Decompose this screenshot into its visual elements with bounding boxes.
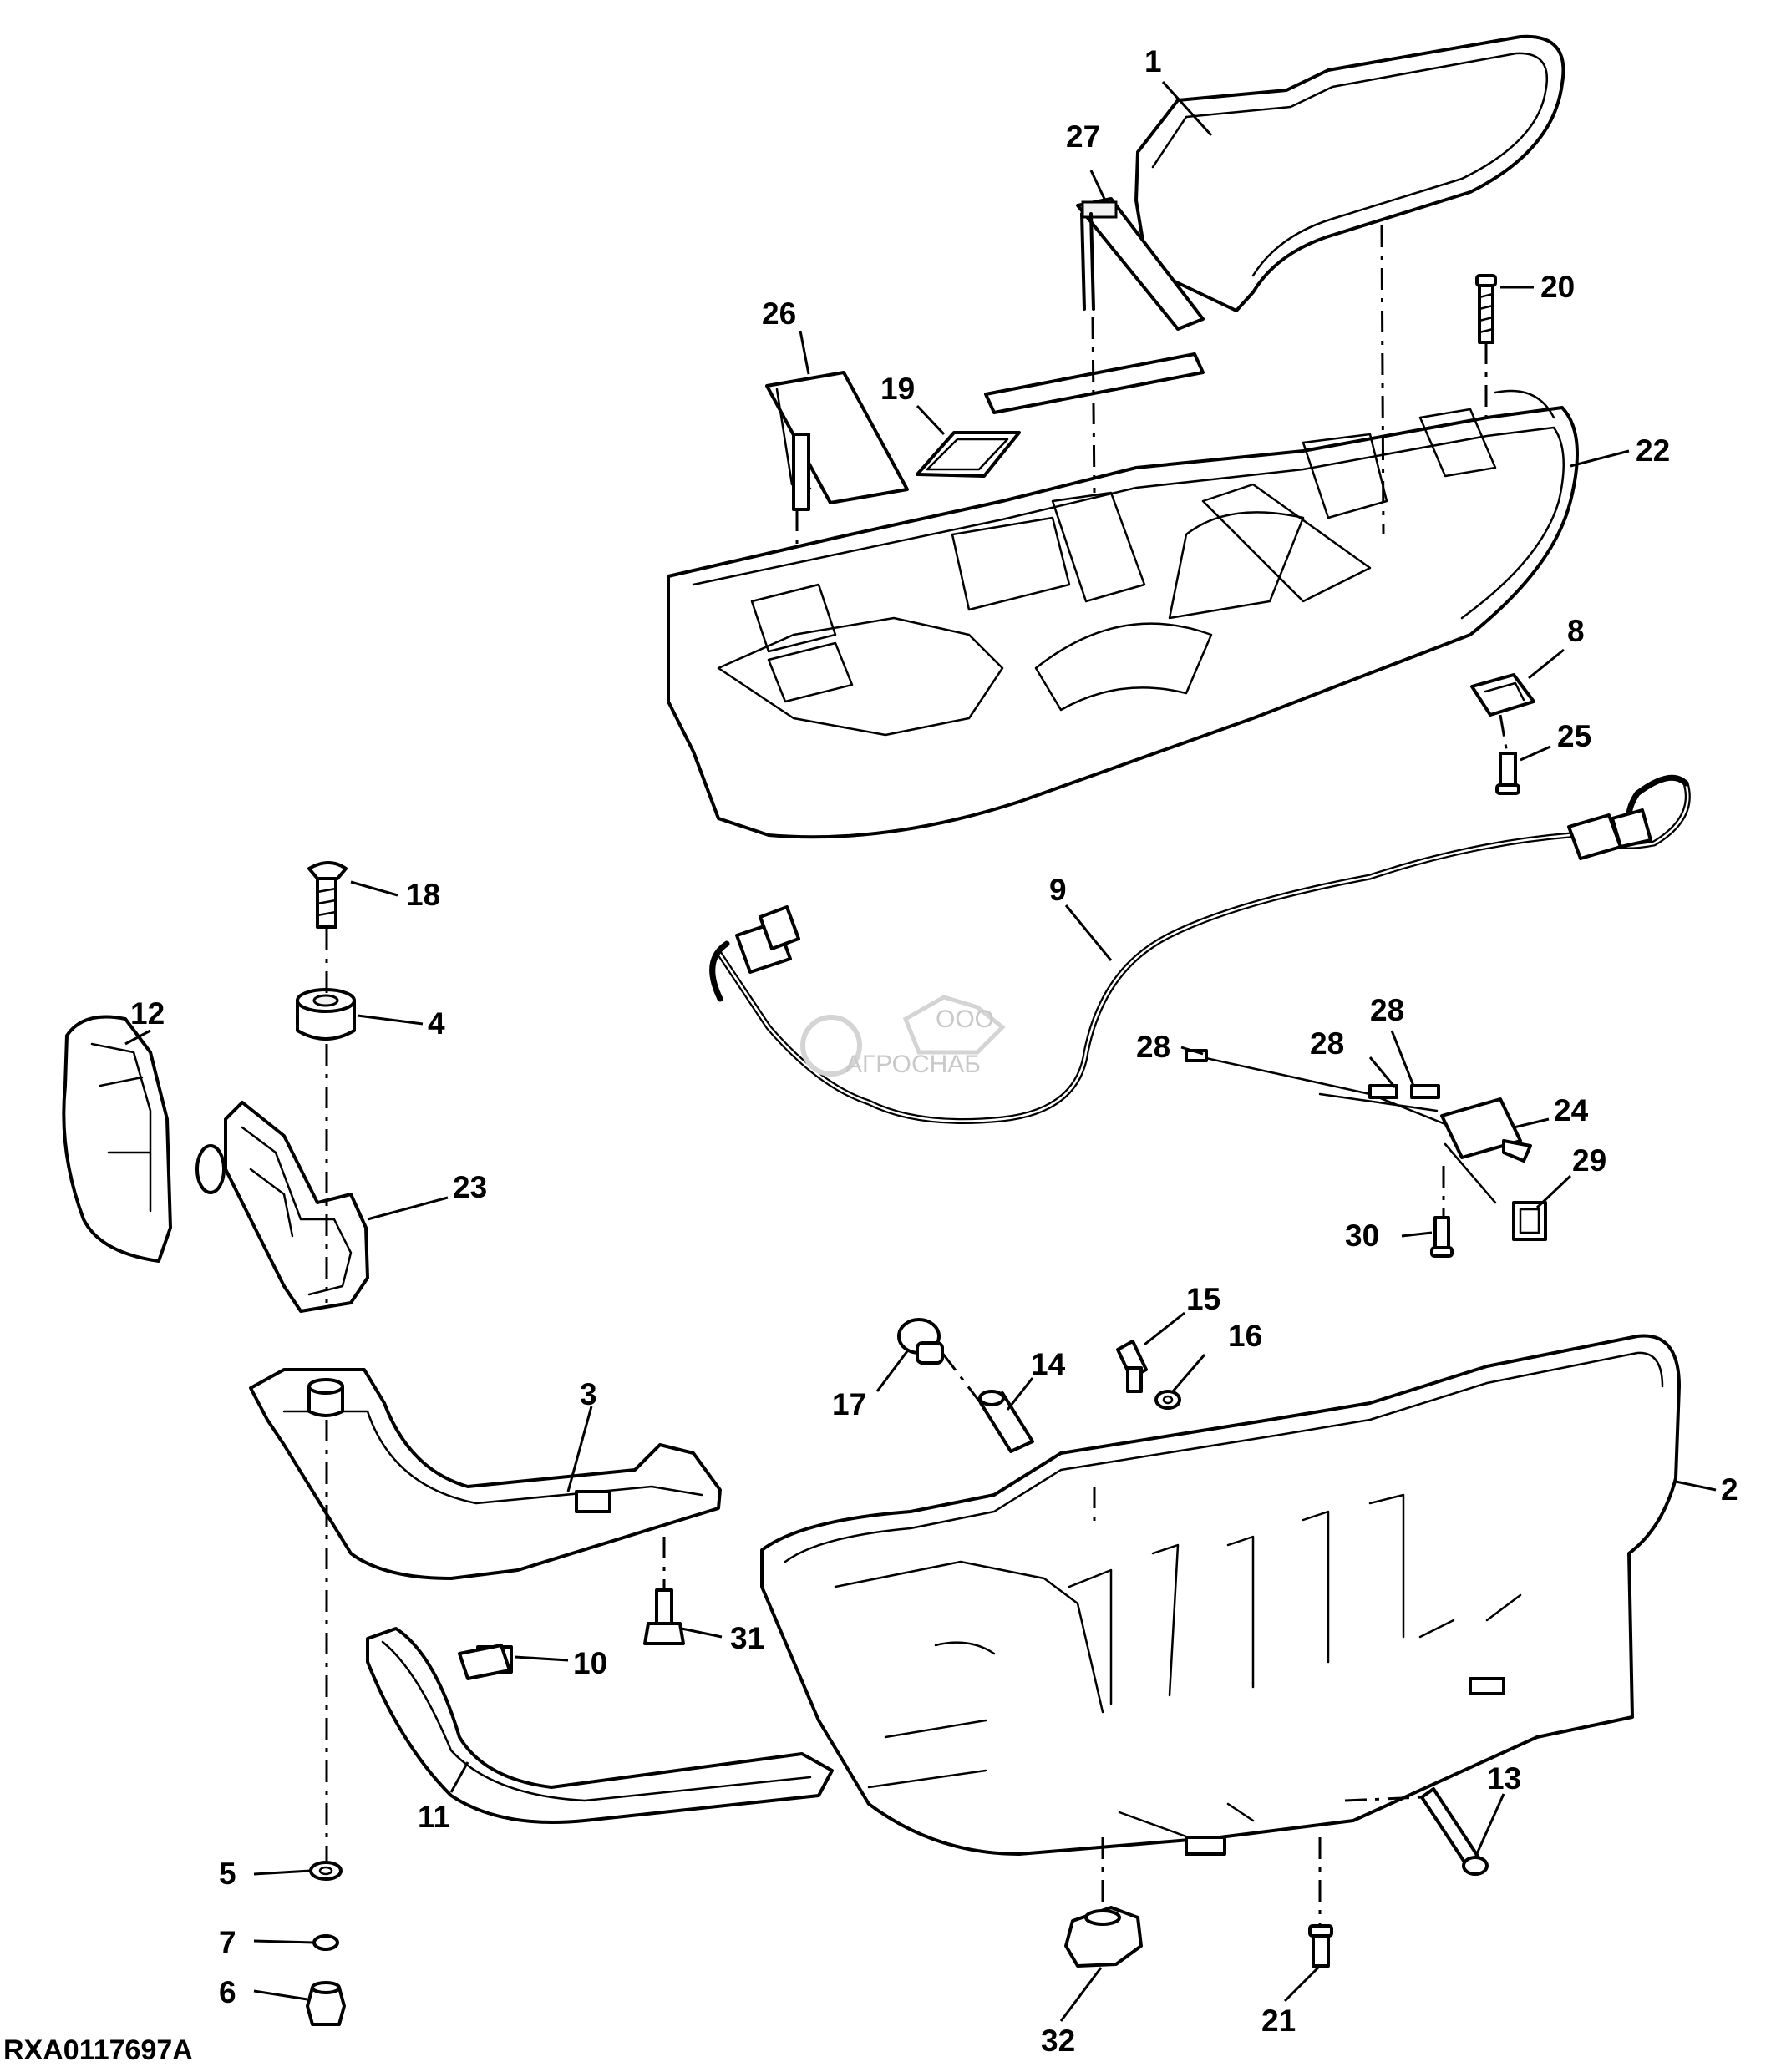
callout-7: 7: [219, 1925, 236, 1959]
callout-15: 15: [1186, 1282, 1220, 1316]
callout-2: 2: [1721, 1472, 1738, 1507]
callout-28-top: 28: [1370, 993, 1404, 1027]
part-11-trim-strip[interactable]: [366, 1627, 834, 1824]
callout-31: 31: [730, 1621, 764, 1655]
watermark-small-text: ООО: [936, 1006, 994, 1033]
part-27-pad[interactable]: [984, 197, 1205, 414]
callout-4: 4: [428, 1006, 445, 1041]
leader-lines: [124, 80, 1717, 2022]
part-28-wire-leads[interactable]: [1185, 1049, 1497, 1204]
callout-18: 18: [406, 878, 440, 912]
callout-10: 10: [573, 1646, 607, 1680]
callout-5: 5: [219, 1857, 236, 1891]
part-17-knob-nut[interactable]: [897, 1318, 944, 1365]
part-12-side-cover[interactable]: [62, 1015, 172, 1263]
callout-27: 27: [1066, 119, 1100, 154]
part-4-bushing[interactable]: [296, 988, 356, 1041]
part-14-pin[interactable]: [978, 1390, 1034, 1453]
part-6-nut[interactable]: [306, 1981, 346, 2026]
callouts: 1 27 20 26 19 22 8 25 18 9 12 4 28 28 28…: [130, 44, 1738, 2058]
callout-8: 8: [1567, 614, 1585, 648]
part-18-bolt[interactable]: [307, 861, 348, 929]
part-2-lower-housing[interactable]: [760, 1334, 1681, 1856]
part-3-lower-arm[interactable]: [249, 1368, 722, 1580]
part-20-screw[interactable]: [1475, 274, 1497, 344]
callout-14: 14: [1031, 1347, 1066, 1381]
callout-28-left: 28: [1136, 1030, 1170, 1064]
figure-reference-code: RXA0117697A: [3, 2034, 193, 2066]
part-5-washer[interactable]: [309, 1861, 343, 1881]
callout-23: 23: [453, 1170, 487, 1204]
callout-25: 25: [1557, 719, 1591, 753]
part-30-screw[interactable]: [1430, 1216, 1454, 1258]
part-26-cover[interactable]: [765, 371, 909, 511]
callout-17: 17: [832, 1387, 866, 1421]
callout-28-middle: 28: [1310, 1026, 1344, 1061]
part-16-washer[interactable]: [1154, 1390, 1181, 1410]
part-9-wire-harness[interactable]: [709, 774, 1691, 1124]
part-23-pivot-bracket[interactable]: [195, 1101, 369, 1313]
part-31-screw[interactable]: [643, 1588, 685, 1645]
callout-22: 22: [1636, 433, 1670, 468]
part-19-grommet[interactable]: [916, 431, 1021, 478]
callout-30: 30: [1345, 1218, 1379, 1253]
part-29-connector[interactable]: [1512, 1201, 1547, 1241]
part-24-control-module[interactable]: [1440, 1097, 1532, 1163]
callout-20: 20: [1540, 270, 1575, 304]
callout-24: 24: [1554, 1093, 1589, 1127]
callout-32: 32: [1041, 2024, 1075, 2058]
callout-3: 3: [580, 1377, 597, 1411]
watermark-logo: ООО АГРОСНАБ: [800, 995, 1006, 1078]
part-25-screw[interactable]: [1495, 752, 1520, 795]
callout-11: 11: [418, 1800, 450, 1834]
part-21-screw[interactable]: [1308, 1924, 1333, 1968]
part-32-flange-nut[interactable]: [1064, 1906, 1143, 1968]
callout-21: 21: [1261, 2004, 1296, 2038]
callout-19: 19: [880, 372, 915, 406]
part-1-armrest-cushion[interactable]: [1134, 34, 1565, 312]
callout-16: 16: [1228, 1319, 1262, 1353]
part-13-long-screw[interactable]: [1420, 1787, 1489, 1876]
callout-13: 13: [1487, 1761, 1521, 1796]
callout-29: 29: [1572, 1143, 1606, 1178]
callout-6: 6: [219, 1975, 236, 2009]
callout-1: 1: [1144, 44, 1162, 79]
callout-26: 26: [762, 296, 796, 331]
callout-9: 9: [1049, 873, 1067, 907]
callout-12: 12: [130, 996, 165, 1031]
part-22-upper-housing[interactable]: [667, 389, 1579, 839]
assembly-centerlines: [325, 225, 1509, 1926]
part-7-lock-washer[interactable]: [312, 1934, 339, 1951]
part-8-clip-nut[interactable]: [1470, 673, 1535, 717]
part-15-screw[interactable]: [1116, 1340, 1148, 1393]
watermark-brand-text: АГРОСНАБ: [845, 1051, 981, 1078]
